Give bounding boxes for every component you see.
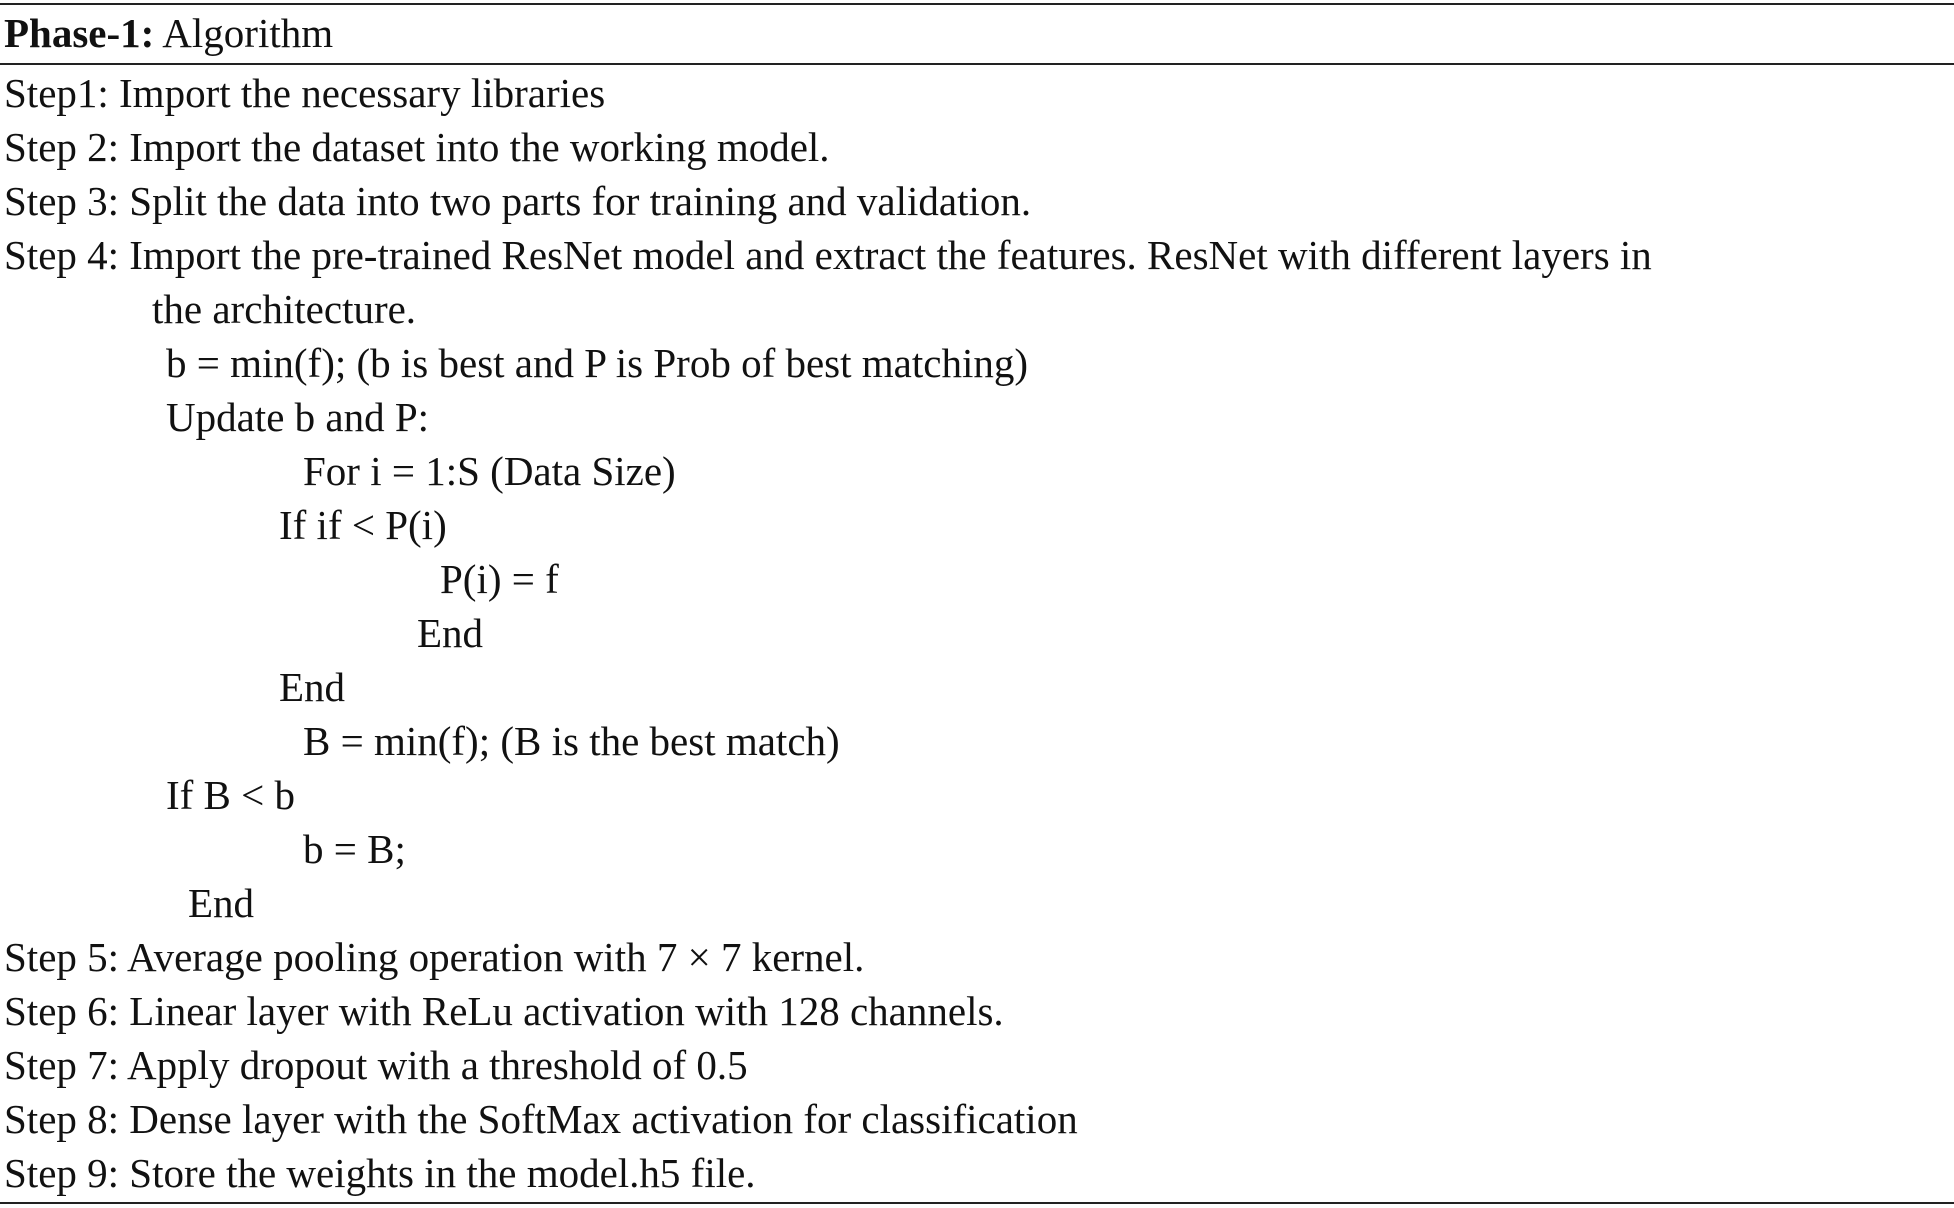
pseudo-init: b = min(f); (b is best and P is Prob of … bbox=[166, 340, 1029, 386]
bottom-rule bbox=[0, 1202, 1954, 1204]
step-8: Step 8: Dense layer with the SoftMax act… bbox=[4, 1096, 1078, 1142]
step-4-continuation: the architecture. bbox=[152, 286, 417, 332]
pseudo-best: B = min(f); (B is the best match) bbox=[303, 718, 840, 764]
pseudo-assign: P(i) = f bbox=[440, 556, 559, 602]
phase-label: Phase-1: bbox=[4, 10, 155, 56]
algorithm-label: Algorithm bbox=[154, 10, 334, 56]
pseudo-for: For i = 1:S (Data Size) bbox=[303, 448, 676, 494]
pseudo-update: Update b and P: bbox=[166, 394, 430, 440]
step-3: Step 3: Split the data into two parts fo… bbox=[4, 178, 1032, 224]
pseudo-if-compare: If B < b bbox=[166, 772, 296, 818]
step-9: Step 9: Store the weights in the model.h… bbox=[4, 1150, 756, 1196]
pseudo-end: End bbox=[188, 880, 255, 926]
step-5: Step 5: Average pooling operation with 7… bbox=[4, 934, 865, 980]
step-2: Step 2: Import the dataset into the work… bbox=[4, 124, 830, 170]
algorithm-title: Phase-1: Algorithm bbox=[4, 4, 333, 62]
step-7: Step 7: Apply dropout with a threshold o… bbox=[4, 1042, 748, 1088]
pseudo-end-for: End bbox=[279, 664, 346, 710]
step-1: Step1: Import the necessary libraries bbox=[4, 70, 606, 116]
header-rule bbox=[0, 63, 1954, 65]
step-6: Step 6: Linear layer with ReLu activatio… bbox=[4, 988, 1004, 1034]
pseudo-assign-b: b = B; bbox=[303, 826, 406, 872]
top-rule bbox=[0, 3, 1954, 5]
step-4: Step 4: Import the pre-trained ResNet mo… bbox=[4, 232, 1652, 278]
pseudo-end-if: End bbox=[417, 610, 484, 656]
pseudo-if: If if < P(i) bbox=[279, 502, 447, 548]
